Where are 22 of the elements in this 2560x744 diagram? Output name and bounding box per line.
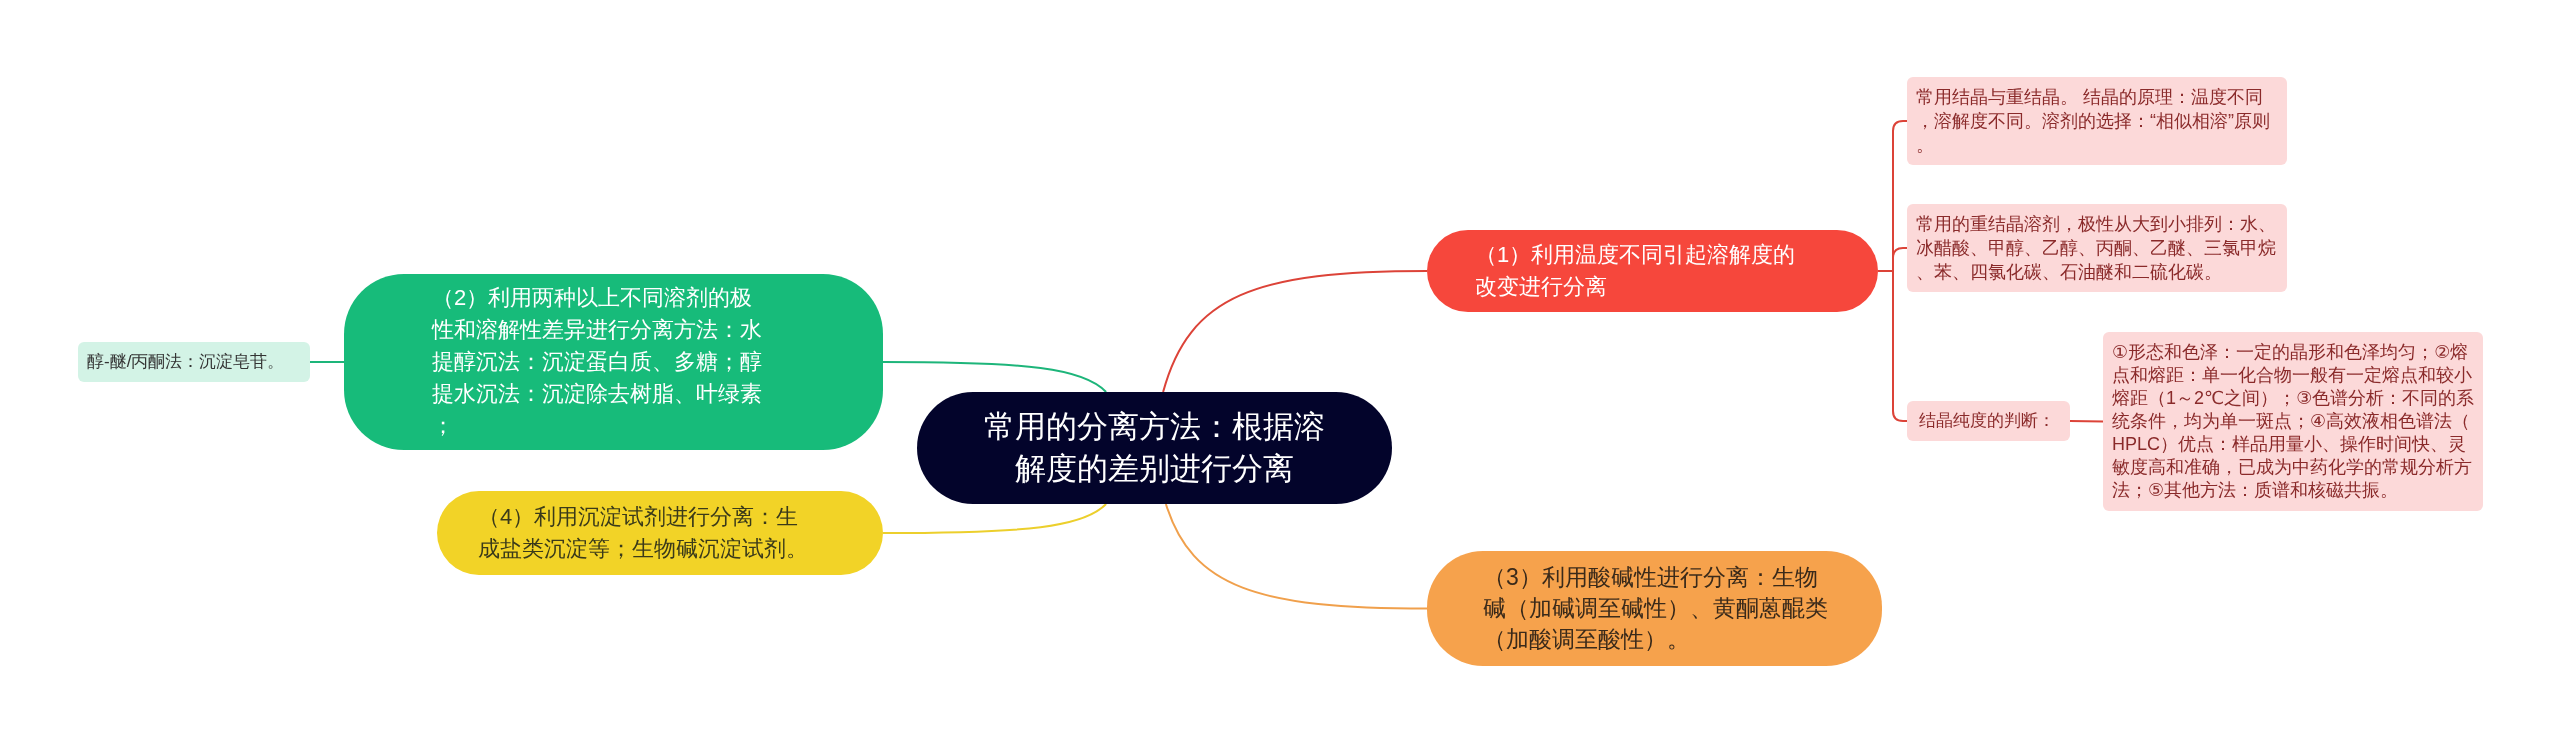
branch-topic-text: （4）利用沉淀试剂进行分离：生成盐类沉淀等；生物碱沉淀试剂。 [478,503,809,563]
note-text: 结晶纯度的判断： [1919,410,2056,432]
note-text: 常用的重结晶溶剂，极性从大到小排列：水、冰醋酸、甲醇、乙醇、丙酮、乙醚、三氯甲烷、苯、四氯化碳、石油醚和二硫化碳。 [1916,213,2277,284]
note-card [1907,401,2070,441]
branch-topic-text: （2）利用两种以上不同溶剂的极性和溶解性差异进行分离方法：水提醇沉法：沉淀蛋白质、多糖；醇提水沉法：沉淀除去树脂、叶绿素； [432,284,763,440]
branch-topic-text: （3）利用酸碱性进行分离：生物碱（加碱调至碱性）、黄酮蒽醌类（加酸调至酸性）。 [1483,563,1829,654]
connector-line [2069,420,2104,423]
note-card [1907,77,2287,165]
note-text: 常用结晶与重结晶。 结晶的原理：温度不同，溶解度不同。溶剂的选择：“相似相溶”原则。 [1916,86,2271,157]
central-topic-text: 常用的分离方法：根据溶解度的差别进行分离 [983,408,1326,488]
note-text: 醇-醚/丙酮法：沉淀皂苷。 [87,351,286,373]
branch-topic-text: （1）利用温度不同引起溶解度的改变进行分离 [1475,241,1797,301]
connector-line [309,361,345,363]
connector-line [1164,503,1428,610]
note-text: ①形态和色泽：一定的晶形和色泽均匀；②熔点和熔距：单一化合物一般有一定熔点和较小熔距（1～2℃之间）；③色谱分析：不同的系统条件，均为单一斑点；④高效液相色谱法（HPLC）优点：样品用量小、操作时间快、灵敏度高和准确，已成为中药化学的常规分析方法；⑤其他方法：质谱和核磁共振。 [2112,341,2475,502]
branch-topic-node [344,274,883,450]
connector-line [882,503,1108,534]
connector-line [1162,270,1428,393]
connector-line [882,361,1108,393]
note-card [78,342,310,382]
note-card [1907,204,2287,292]
connector-line [1877,270,1908,422]
